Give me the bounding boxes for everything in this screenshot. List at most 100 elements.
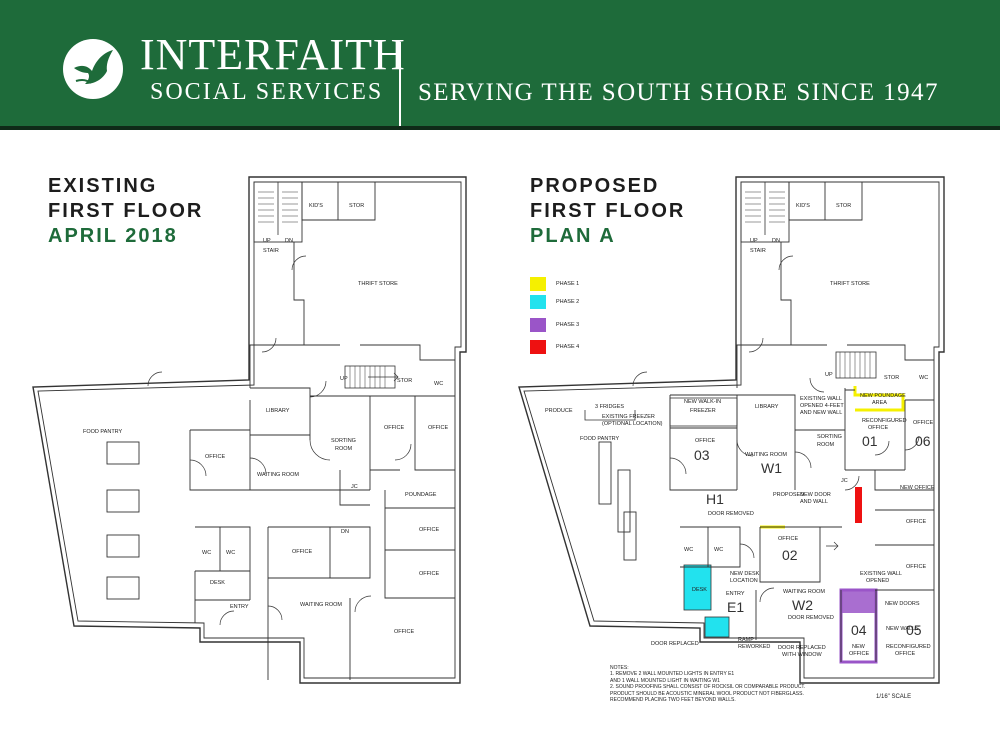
proposed-code-01: 01 bbox=[862, 433, 878, 449]
proposed-label-door-removed2: DOOR REMOVED bbox=[788, 615, 834, 621]
proposed-label-stair: STAIR bbox=[750, 248, 766, 254]
proposed-label-wall-opened-1: EXISTING WALL bbox=[860, 571, 902, 577]
legend-swatch bbox=[530, 340, 546, 354]
existing-label-stair: STAIR bbox=[263, 248, 279, 254]
proposed-label-library: LIBRARY bbox=[755, 404, 779, 410]
proposed-code-w2: W2 bbox=[792, 597, 813, 613]
proposed-label-entry: ENTRY bbox=[726, 591, 745, 597]
proposed-label-new-office2: NEW bbox=[852, 644, 866, 650]
existing-label-office-f: OFFICE bbox=[394, 629, 414, 635]
existing-label-up: UP bbox=[263, 238, 271, 244]
proposed-label-office-06: OFFICE bbox=[913, 420, 933, 426]
proposed-title: PROPOSED FIRST FLOOR PLAN A bbox=[530, 174, 685, 249]
proposed-label-ramp-reworked: REWORKED bbox=[738, 644, 770, 650]
legend-label: PHASE 2 bbox=[556, 299, 580, 305]
proposed-label-kids: KID'S bbox=[796, 203, 810, 209]
proposed-label-produce: PRODUCE bbox=[545, 408, 573, 414]
proposed-label-walkin: NEW WALK-IN bbox=[684, 399, 721, 405]
plan-note-line: AND 1 WALL MOUNTED LIGHT IN WAITING W1 bbox=[610, 677, 720, 684]
proposed-label-sorting-room: ROOM bbox=[817, 442, 835, 448]
proposed-label-fridges: 3 FRIDGES bbox=[595, 404, 624, 410]
legend-label: PHASE 4 bbox=[556, 344, 580, 350]
existing-label-waiting-room2: WAITING ROOM bbox=[300, 602, 342, 608]
proposed-label-stor2: STOR bbox=[884, 375, 899, 381]
proposed-label-stor-top: STOR bbox=[836, 203, 851, 209]
proposed-label-jc: JC bbox=[841, 478, 848, 484]
existing-label-office-b: OFFICE bbox=[384, 425, 404, 431]
proposed-label-office-03: OFFICE bbox=[695, 438, 715, 444]
proposed-label-reconfigured2-office: OFFICE bbox=[895, 651, 915, 657]
legend-swatch bbox=[530, 295, 546, 309]
existing-label-jc: JC bbox=[351, 484, 358, 490]
existing-label-entry: ENTRY bbox=[230, 604, 249, 610]
proposed-label-wall-note-3: AND NEW WALL bbox=[800, 410, 842, 416]
proposed-label-food-pantry: FOOD PANTRY bbox=[580, 436, 620, 442]
proposed-label-new-doors: NEW DOORS bbox=[885, 601, 920, 607]
existing-label-dn2: DN bbox=[341, 529, 349, 535]
existing-label-wc1: WC bbox=[202, 550, 211, 556]
proposed-label-wc-right: WC bbox=[919, 375, 928, 381]
existing-label-stor2: STOR bbox=[397, 378, 412, 384]
phase-1-highlight bbox=[853, 386, 905, 412]
proposed-code-02: 02 bbox=[782, 547, 798, 563]
proposed-label-wc2: WC bbox=[714, 547, 723, 553]
proposed-label-thrift-store: THRIFT STORE bbox=[830, 281, 870, 287]
proposed-label-wall-note-1: EXISTING WALL bbox=[800, 396, 842, 402]
dove-icon bbox=[63, 39, 123, 99]
phase-2-highlight bbox=[683, 564, 712, 611]
existing-title-line2: FIRST FLOOR bbox=[48, 200, 204, 222]
legend-swatch bbox=[530, 277, 546, 291]
existing-label-thrift-store: THRIFT STORE bbox=[358, 281, 398, 287]
proposed-label-poundage: NEW POUNDAGE bbox=[860, 393, 906, 399]
legend-label: PHASE 3 bbox=[556, 322, 580, 328]
proposed-label-waiting-w1: WAITING ROOM bbox=[745, 452, 787, 458]
existing-label-waiting-room: WAITING ROOM bbox=[257, 472, 299, 478]
plan-notes: NOTES: 1. REMOVE 2 WALL MOUNTED LIGHTS I… bbox=[610, 665, 910, 703]
proposed-code-06: 06 bbox=[915, 433, 931, 449]
header-banner bbox=[0, 0, 1000, 126]
existing-label-food-pantry: FOOD PANTRY bbox=[83, 429, 123, 435]
existing-label-kids: KID'S bbox=[309, 203, 323, 209]
phase-2-highlight bbox=[704, 616, 730, 638]
existing-label-sorting-room: ROOM bbox=[335, 446, 353, 452]
existing-label-poundage: POUNDAGE bbox=[405, 492, 437, 498]
proposed-label-up: UP bbox=[750, 238, 758, 244]
proposed-code-05: 05 bbox=[906, 622, 922, 638]
proposed-title-line1: PROPOSED bbox=[530, 175, 660, 197]
proposed-label-wc1: WC bbox=[684, 547, 693, 553]
header-banner-edge bbox=[0, 126, 1000, 130]
proposed-label-wall-note-2: OPENED 4-FEET bbox=[800, 403, 844, 409]
proposed-label-walkin-freezer: FREEZER bbox=[690, 408, 716, 414]
proposed-label-door-removed: DOOR REMOVED bbox=[708, 511, 754, 517]
proposed-label-dn: DN bbox=[772, 238, 780, 244]
proposed-label-office-right2: OFFICE bbox=[906, 564, 926, 570]
existing-label-office-g: OFFICE bbox=[292, 549, 312, 555]
proposed-label-office-02: OFFICE bbox=[778, 536, 798, 542]
proposed-label-proposed-door-3: AND WALL bbox=[800, 499, 828, 505]
existing-label-library: LIBRARY bbox=[266, 408, 290, 414]
proposed-label-desk: DESK bbox=[692, 587, 707, 593]
legend-label: PHASE 1 bbox=[556, 281, 580, 287]
proposed-code-w1: W1 bbox=[761, 460, 782, 476]
proposed-label-proposed-door-1: PROPOSED bbox=[773, 492, 804, 498]
header-divider bbox=[399, 42, 401, 126]
plan-note-line: 1. REMOVE 2 WALL MOUNTED LIGHTS IN ENTRY… bbox=[610, 671, 735, 678]
proposed-label-door-replaced-window-2: WITH WINDOW bbox=[782, 652, 823, 658]
proposed-code-e1: E1 bbox=[727, 599, 744, 615]
legend-swatch bbox=[530, 318, 546, 332]
existing-label-office-e: OFFICE bbox=[419, 571, 439, 577]
proposed-label-freezer-optional: (OPTIONAL LOCATION) bbox=[602, 421, 663, 427]
proposed-code-04: 04 bbox=[851, 622, 867, 638]
existing-label-wc-right: WC bbox=[434, 381, 443, 387]
scale-label: 1/16" SCALE bbox=[876, 694, 912, 700]
proposed-label-freezer: EXISTING FREEZER bbox=[602, 414, 655, 420]
existing-label-office-a: OFFICE bbox=[205, 454, 225, 460]
proposed-label-up2: UP bbox=[825, 372, 833, 378]
existing-title-line1: EXISTING bbox=[48, 175, 158, 197]
proposed-label-poundage-area: AREA bbox=[872, 400, 887, 406]
proposed-label-new-office2-office: OFFICE bbox=[849, 651, 869, 657]
plan-note-line: 2. SOUND PROOFING SHALL CONSIST OF ROCKS… bbox=[610, 684, 806, 691]
existing-label-stor-top: STOR bbox=[349, 203, 364, 209]
proposed-label-sorting: SORTING bbox=[817, 434, 842, 440]
